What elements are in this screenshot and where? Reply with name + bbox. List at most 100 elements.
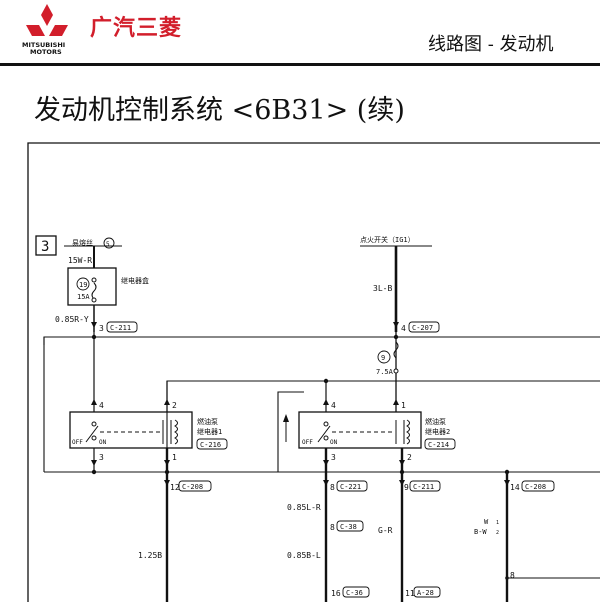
wire-mark-1: 1: [496, 520, 499, 526]
connector-label-c221: C-221: [340, 483, 361, 491]
wire-label-125b: 1.25B: [138, 551, 162, 560]
relay1-contact-upper: [91, 421, 97, 427]
relay2-label-sub: 继电器2: [425, 427, 450, 436]
pin-arrow: [164, 480, 170, 486]
relay1-switch-arm: [85, 425, 99, 443]
pin-arrow: [504, 480, 510, 486]
junction-dot: [91, 469, 97, 475]
wire-label-085r-y: 0.85R-Y: [55, 315, 89, 324]
pin-arrow: [399, 480, 405, 486]
connector-c36-box: [342, 586, 370, 598]
connector-c211b-box: [409, 480, 441, 492]
relay2-contact-upper: [323, 421, 329, 427]
fuse-19-number: 19: [79, 281, 87, 289]
connector-c207-box: [408, 321, 440, 333]
connector-c221-box: [336, 480, 368, 492]
junction-dot: [91, 334, 97, 340]
junction-dot: [399, 469, 405, 475]
pin-label: 4: [401, 324, 406, 333]
wire-label-w: W: [484, 518, 489, 526]
junction-dot: [505, 576, 509, 580]
relay1-off-label: OFF: [72, 439, 83, 446]
connector-label-c208: C-208: [182, 483, 203, 491]
relay2-contact-lower: [323, 435, 329, 441]
connector-label-c36: C-36: [346, 589, 363, 597]
wire-label-085b-l: 0.85B-L: [287, 551, 321, 560]
pin-arrow: [323, 399, 329, 405]
wire-mid-bus: [166, 380, 600, 472]
connector-label-c211b: C-211: [413, 483, 434, 491]
wire-feedback: [277, 391, 304, 472]
pin-label: 1: [401, 401, 406, 410]
relay2-coil-leads: [395, 420, 405, 444]
wire-label-3l-b: 3L-B: [373, 284, 392, 293]
relay1-box: [69, 411, 193, 449]
pin-arrow: [164, 460, 170, 466]
pin-arrow: [164, 399, 170, 405]
section-heading: 线路图 - 发动机: [428, 34, 554, 55]
wire-label-g-r: G-R: [378, 526, 393, 535]
relay1-label-sub: 继电器1: [197, 427, 222, 436]
fuse-9-symbol: [393, 341, 399, 359]
pin-arrow: [91, 460, 97, 466]
junction-dot: [323, 378, 329, 384]
junction-dot: [504, 469, 510, 475]
relay-box: [67, 267, 117, 306]
connector-c211-box: [106, 321, 138, 333]
pin-label: 8: [510, 571, 515, 580]
diagram-frame: [27, 142, 600, 602]
fuse-19-circle: [76, 277, 90, 291]
relay1-contact-lower: [91, 435, 97, 441]
pin-label: 8: [330, 483, 335, 492]
pin-label: 2: [172, 401, 177, 410]
junction-dot: [164, 469, 170, 475]
fuse-19-symbol: [91, 282, 97, 300]
up-arrow: [283, 414, 289, 422]
section-number: 3: [41, 239, 49, 255]
pin-label: 4: [99, 401, 104, 410]
wire-label-085l-r: 0.85L-R: [287, 503, 321, 512]
fuse-9-rating: 7.5A: [376, 368, 394, 376]
pin-arrow: [91, 399, 97, 405]
pin-label: 4: [331, 401, 336, 410]
ignition-switch-label: 点火开关（IG1）: [360, 235, 415, 244]
wire-label-15w-r: 15W-R: [68, 256, 92, 265]
pin-label: 14: [510, 483, 520, 492]
pin-label: 3: [99, 324, 104, 333]
connector-c216-box: [196, 438, 228, 450]
relay1-on-label: ON: [99, 439, 107, 446]
connector-label-a28: A-28: [417, 589, 434, 597]
connector-label-c211: C-211: [110, 324, 131, 332]
pin-arrow: [399, 460, 405, 466]
connector-label-c208b: C-208: [525, 483, 546, 491]
pin-label: 12: [170, 483, 180, 492]
pin-label: 16: [331, 589, 341, 598]
fusible-link-number: 5: [106, 241, 110, 248]
connector-c38-box: [336, 520, 364, 532]
pin-label: 8: [330, 523, 335, 532]
fuse-9-number: 9: [381, 354, 385, 362]
relay1-label: 燃油泵: [197, 417, 218, 426]
connector-label-c38: C-38: [340, 523, 357, 531]
wire-top-bus: [43, 336, 600, 345]
connector-c214-box: [424, 438, 456, 450]
relay2-label: 燃油泵: [425, 417, 446, 426]
connector-label-c216: C-216: [200, 441, 221, 449]
relay2-coil: [406, 419, 410, 445]
mitsubishi-diamonds-icon: [26, 4, 68, 36]
pin-arrow: [323, 480, 329, 486]
section-number-box: [35, 235, 57, 256]
relay2-switch-arm: [317, 425, 331, 443]
fuse-9-circle: [377, 350, 391, 364]
pin-label: 1: [172, 453, 177, 462]
relay1-coil: [174, 419, 178, 445]
relay1-coil-leads: [162, 420, 172, 444]
pin-label: 3: [99, 453, 104, 462]
brand-name-cn: 广汽三菱: [90, 16, 183, 41]
fuse-19-terminal: [91, 297, 97, 303]
connector-c208-box: [178, 480, 212, 492]
fusible-link-circle: [103, 237, 115, 249]
junction-dot: [393, 334, 399, 340]
pin-arrow: [323, 460, 329, 466]
pin-label: 3: [331, 453, 336, 462]
